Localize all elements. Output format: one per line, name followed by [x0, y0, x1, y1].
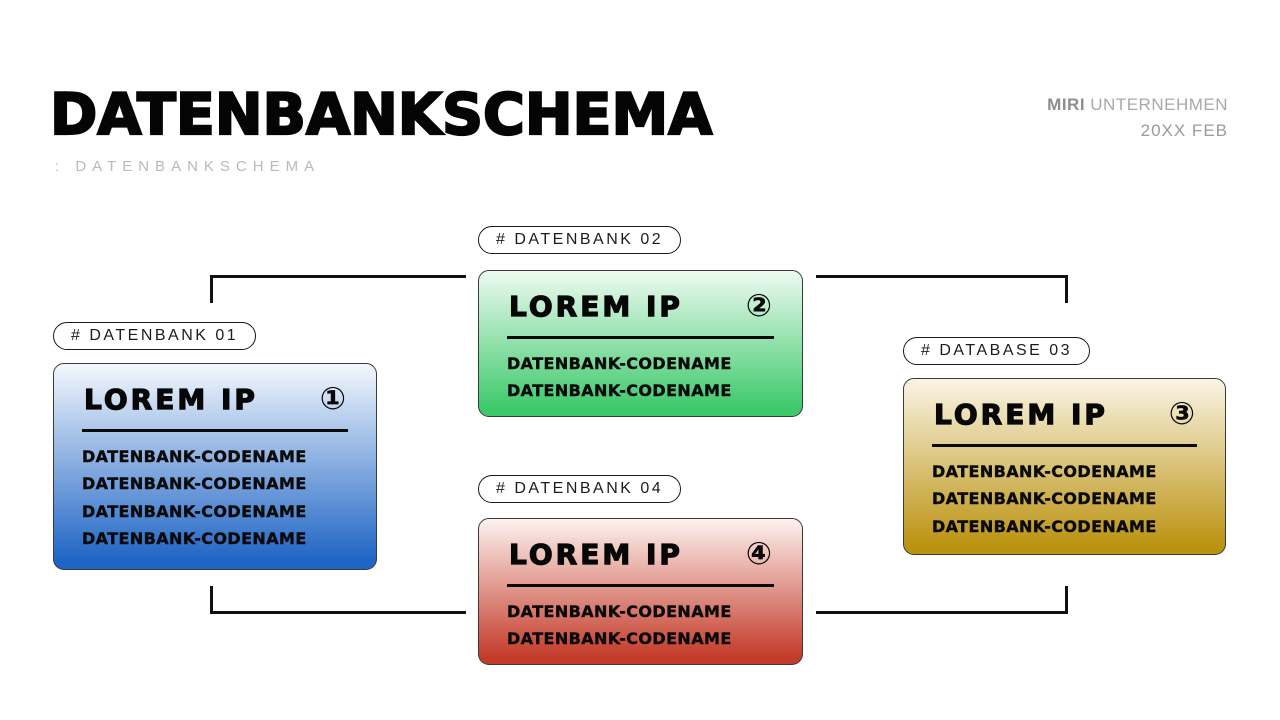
db-box-4-divider — [507, 584, 774, 587]
db-box-1-header: LOREM IP ① — [82, 381, 348, 416]
connector-top-left-horizontal — [210, 275, 466, 278]
connector-bottom-right-stub — [1065, 586, 1068, 614]
db-box-1-title: LOREM IP — [83, 382, 258, 416]
tag-datenbank-04: # DATENBANK 04 — [478, 475, 682, 503]
db-box-2-number-badge: ② — [745, 288, 772, 324]
connector-top-right-horizontal — [816, 275, 1068, 278]
codename-line: DATENBANK-CODENAME — [507, 601, 732, 621]
connector-bottom-left-stub — [210, 586, 213, 614]
slide-date: 20XX FEB — [1140, 121, 1228, 140]
codename-line: DATENBANK-CODENAME — [932, 516, 1157, 536]
connector-top-right-stub — [1065, 275, 1068, 303]
codename-line: DATENBANK-CODENAME — [932, 461, 1157, 481]
tag-datenbank-02: # DATENBANK 02 — [478, 226, 682, 254]
codename-line: DATENBANK-CODENAME — [82, 446, 307, 466]
db-box-2-divider — [507, 336, 774, 339]
connector-bottom-right-horizontal — [816, 611, 1068, 614]
codename-line: DATENBANK-CODENAME — [82, 529, 307, 549]
codename-line: DATENBANK-CODENAME — [82, 501, 307, 521]
db-box-3-number-badge: ③ — [1168, 396, 1195, 432]
tag-datenbank-01: # DATENBANK 01 — [53, 322, 257, 350]
db-box-1-number-badge: ① — [319, 381, 346, 417]
company-name-bold: MIRI — [1047, 95, 1086, 114]
db-box-3-divider — [932, 444, 1197, 447]
db-box-2-title: LOREM IP — [508, 289, 683, 323]
db-box-1-divider — [82, 429, 348, 432]
db-box-3-title: LOREM IP — [933, 397, 1108, 431]
codename-line: DATENBANK-CODENAME — [507, 381, 732, 401]
connector-top-left-stub — [210, 275, 213, 303]
codename-line: DATENBANK-CODENAME — [507, 353, 732, 373]
db-box-2-codenames: DATENBANK-CODENAME DATENBANK-CODENAME — [507, 350, 774, 405]
codename-line: DATENBANK-CODENAME — [82, 474, 307, 494]
slide-meta: MIRI UNTERNEHMEN 20XX FEB — [1047, 92, 1228, 144]
db-box-1-codenames: DATENBANK-CODENAME DATENBANK-CODENAME DATE… — [82, 443, 348, 553]
page-subtitle: : DATENBANKSCHEMA — [55, 158, 321, 175]
page-title: DATENBANKSCHEMA — [49, 81, 714, 149]
db-box-4-title: LOREM IP — [508, 537, 683, 571]
company-name-rest: UNTERNEHMEN — [1085, 95, 1228, 114]
db-box-4-header: LOREM IP ④ — [507, 536, 774, 571]
connector-bottom-left-horizontal — [210, 611, 466, 614]
company-name: MIRI UNTERNEHMEN — [1047, 92, 1228, 118]
codename-line: DATENBANK-CODENAME — [932, 489, 1157, 509]
tag-database-03: # DATABASE 03 — [903, 337, 1091, 365]
db-box-3-header: LOREM IP ③ — [932, 396, 1197, 431]
db-box-3-codenames: DATENBANK-CODENAME DATENBANK-CODENAME DATE… — [932, 458, 1197, 541]
codename-line: DATENBANK-CODENAME — [507, 629, 732, 649]
db-box-4-codenames: DATENBANK-CODENAME DATENBANK-CODENAME — [507, 598, 774, 653]
db-box-2-header: LOREM IP ② — [507, 288, 774, 323]
db-box-4-number-badge: ④ — [745, 536, 772, 572]
